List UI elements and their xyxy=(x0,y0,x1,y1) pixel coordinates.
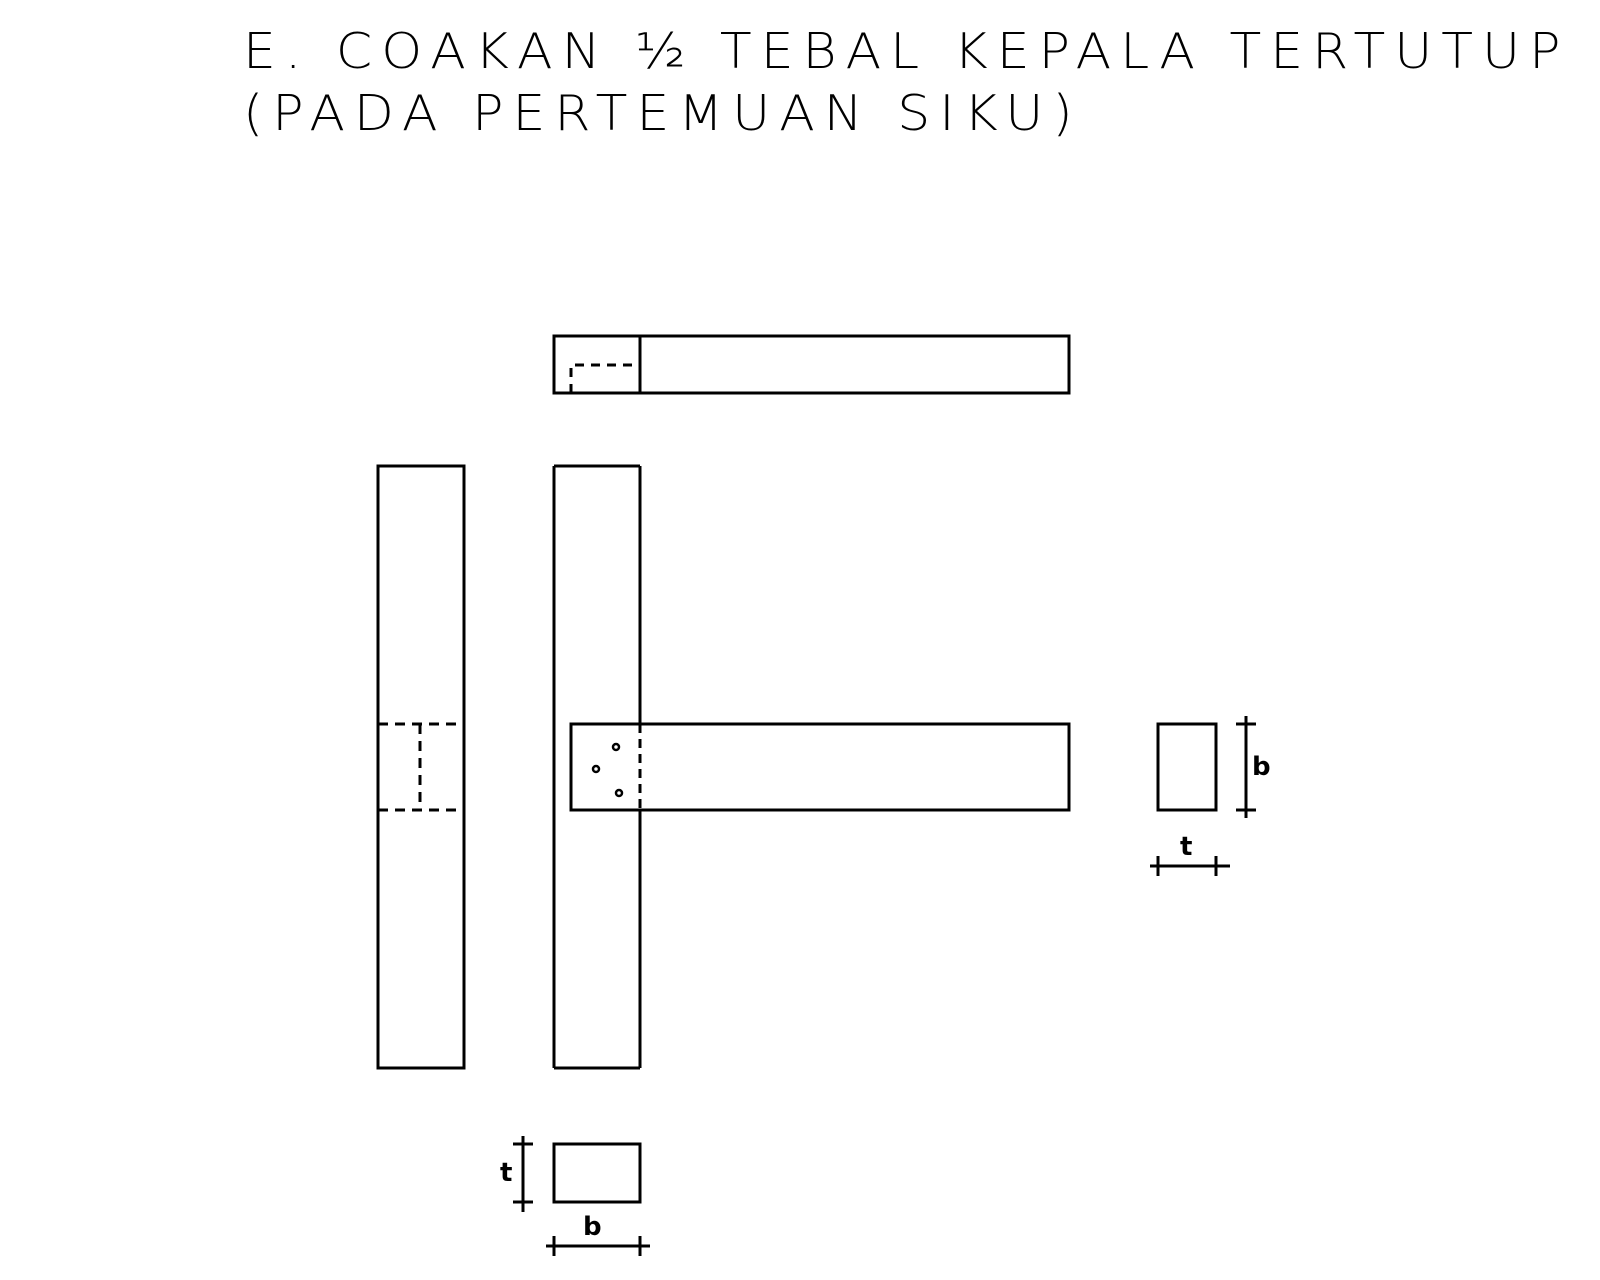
drawing-title-line2: (PADA PERTEMUAN SIKU) xyxy=(243,85,1082,143)
right-section xyxy=(1150,716,1256,876)
drawing-title-line1: E. COAKAN ½ TEBAL KEPALA TERTUTUP xyxy=(243,23,1570,81)
left-post-view xyxy=(376,464,466,1070)
dim-label-t-bottom: t xyxy=(500,1158,513,1188)
post-beam-joint xyxy=(552,464,1071,1070)
dim-label-b-right: b xyxy=(1252,752,1271,782)
bottom-section xyxy=(513,1136,650,1256)
dim-label-b-bottom: b xyxy=(583,1212,602,1242)
top-beam-view xyxy=(552,334,1071,395)
dim-label-t-right: t xyxy=(1180,832,1193,862)
